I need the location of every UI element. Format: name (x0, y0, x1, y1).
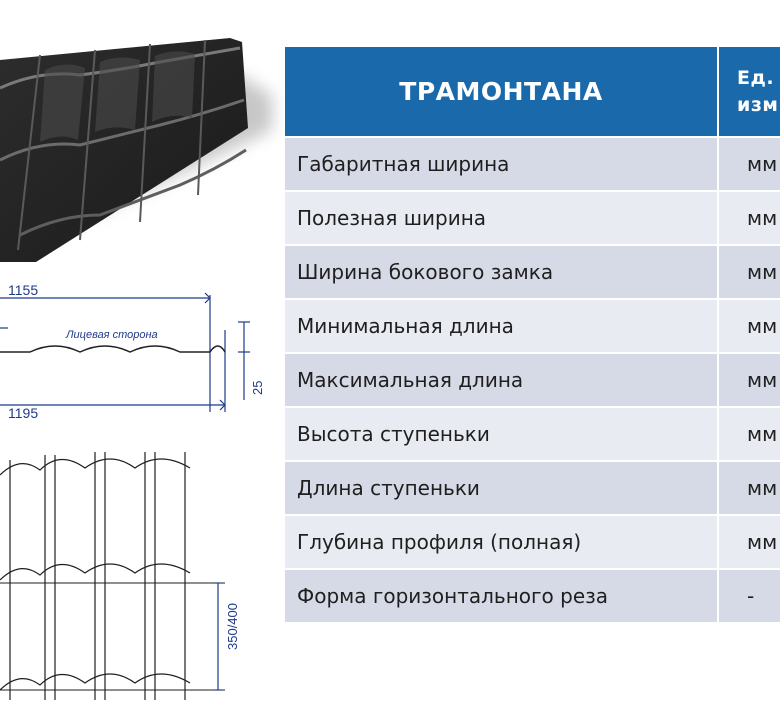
table-row: Полезная ширина мм (285, 190, 780, 245)
unit-header-line2: изм. (737, 93, 780, 116)
parameter-name: Ширина бокового замка (285, 244, 718, 299)
parameter-name: Максимальная длина (285, 352, 718, 407)
face-side-label: Лицевая сторона (65, 329, 158, 341)
unit-column-header: Ед. изм. (717, 47, 780, 137)
parameter-name: Глубина профиля (полная) (285, 514, 718, 569)
profile-height-label: 25 (250, 381, 265, 395)
parameter-name: Высота ступеньки (285, 406, 718, 461)
product-illustration: 1155 1195 Лицевая сторона 25 350/400 (0, 0, 285, 723)
useful-width-label: 1155 (8, 282, 38, 298)
specifications-table: ТРАМОНТАНА Ед. изм. Габаритная ширина мм… (285, 47, 780, 622)
full-width-label: 1195 (8, 405, 38, 421)
parameter-name: Полезная ширина (285, 190, 718, 245)
table-row: Глубина профиля (полная) мм (285, 514, 780, 569)
parameter-unit: мм (717, 514, 780, 569)
parameter-unit: - (717, 568, 780, 622)
parameter-name: Форма горизонтального реза (285, 568, 718, 622)
parameter-name: Длина ступеньки (285, 460, 718, 515)
parameter-name: Габаритная ширина (285, 136, 718, 191)
profile-drawing (0, 292, 250, 412)
table-row: Форма горизонтального реза - (285, 568, 780, 622)
parameter-unit: мм (717, 352, 780, 407)
table-row: Высота ступеньки мм (285, 406, 780, 461)
step-length-label: 350/400 (225, 603, 240, 650)
table-row: Габаритная ширина мм (285, 136, 780, 191)
parameter-name: Минимальная длина (285, 298, 718, 353)
table-row: Минимальная длина мм (285, 298, 780, 353)
unit-header-line1: Ед. (737, 66, 775, 89)
table-row: Ширина бокового замка мм (285, 244, 780, 299)
roof-sheet-image (0, 38, 272, 262)
table-row: Длина ступеньки мм (285, 460, 780, 515)
parameter-unit: мм (717, 136, 780, 191)
product-title: ТРАМОНТАНА (285, 47, 718, 137)
table-row: Максимальная длина мм (285, 352, 780, 407)
parameter-unit: мм (717, 460, 780, 515)
parameter-unit: мм (717, 244, 780, 299)
parameter-unit: мм (717, 406, 780, 461)
parameter-unit: мм (717, 298, 780, 353)
table-header-row: ТРАМОНТАНА Ед. изм. (285, 47, 780, 137)
parameter-unit: мм (717, 190, 780, 245)
sheet-top-view (0, 452, 225, 700)
